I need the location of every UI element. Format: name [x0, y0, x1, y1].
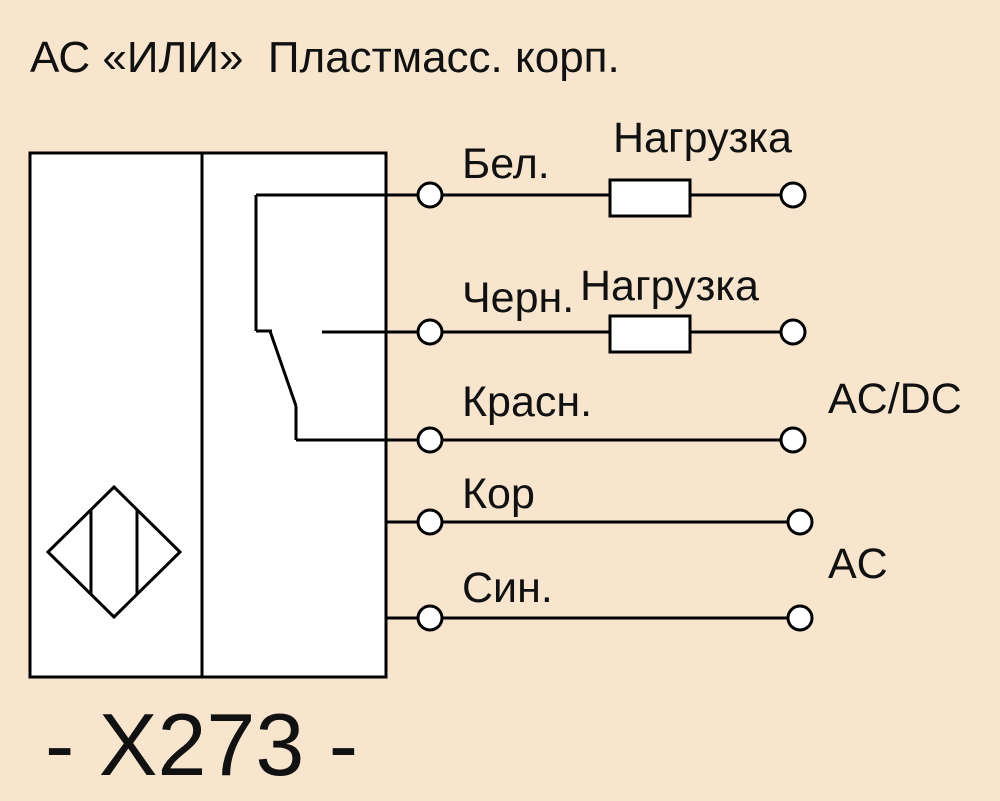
wire-label-black: Черн.: [462, 274, 574, 322]
diagram-title: АС «ИЛИ» Пластмасс. корп.: [30, 33, 620, 82]
terminal-left: [416, 508, 444, 536]
load-label: Нагрузка: [613, 114, 792, 162]
terminal-right: [786, 604, 814, 632]
wire-label-brown: Кор: [462, 470, 535, 518]
switch-blade: [268, 330, 298, 407]
switch-contact: [254, 195, 386, 440]
terminal-left: [416, 318, 444, 346]
wire-brown: Кор: [386, 470, 814, 536]
model-label: - X273 -: [45, 695, 358, 794]
housing-box: [28, 151, 388, 679]
terminal-right: [779, 318, 807, 346]
wire-label-red: Красн.: [462, 378, 592, 426]
load-label: Нагрузка: [580, 262, 759, 310]
inductive-sensor-icon: [45, 484, 183, 620]
wire-red: Красн.: [296, 378, 807, 454]
wire-label-blue: Син.: [462, 564, 553, 612]
sensor-housing: [28, 151, 388, 679]
terminal-right: [779, 426, 807, 454]
wire-black: Черн. Нагрузка: [386, 262, 807, 354]
terminal-left: [416, 604, 444, 632]
terminal-left: [416, 181, 444, 209]
wire-label-white: Бел.: [462, 140, 550, 188]
wire-white: Бел. Нагрузка: [256, 114, 807, 218]
load-resistor-icon: [608, 178, 692, 218]
supply-label-ac-dc: AC/DC: [828, 375, 962, 423]
terminal-right: [786, 508, 814, 536]
sensor-diamond: [45, 484, 183, 620]
supply-label-ac: AC: [828, 540, 888, 588]
terminal-right: [779, 181, 807, 209]
load-resistor-icon: [608, 314, 692, 354]
terminal-left: [416, 426, 444, 454]
wire-blue: Син.: [386, 564, 814, 632]
